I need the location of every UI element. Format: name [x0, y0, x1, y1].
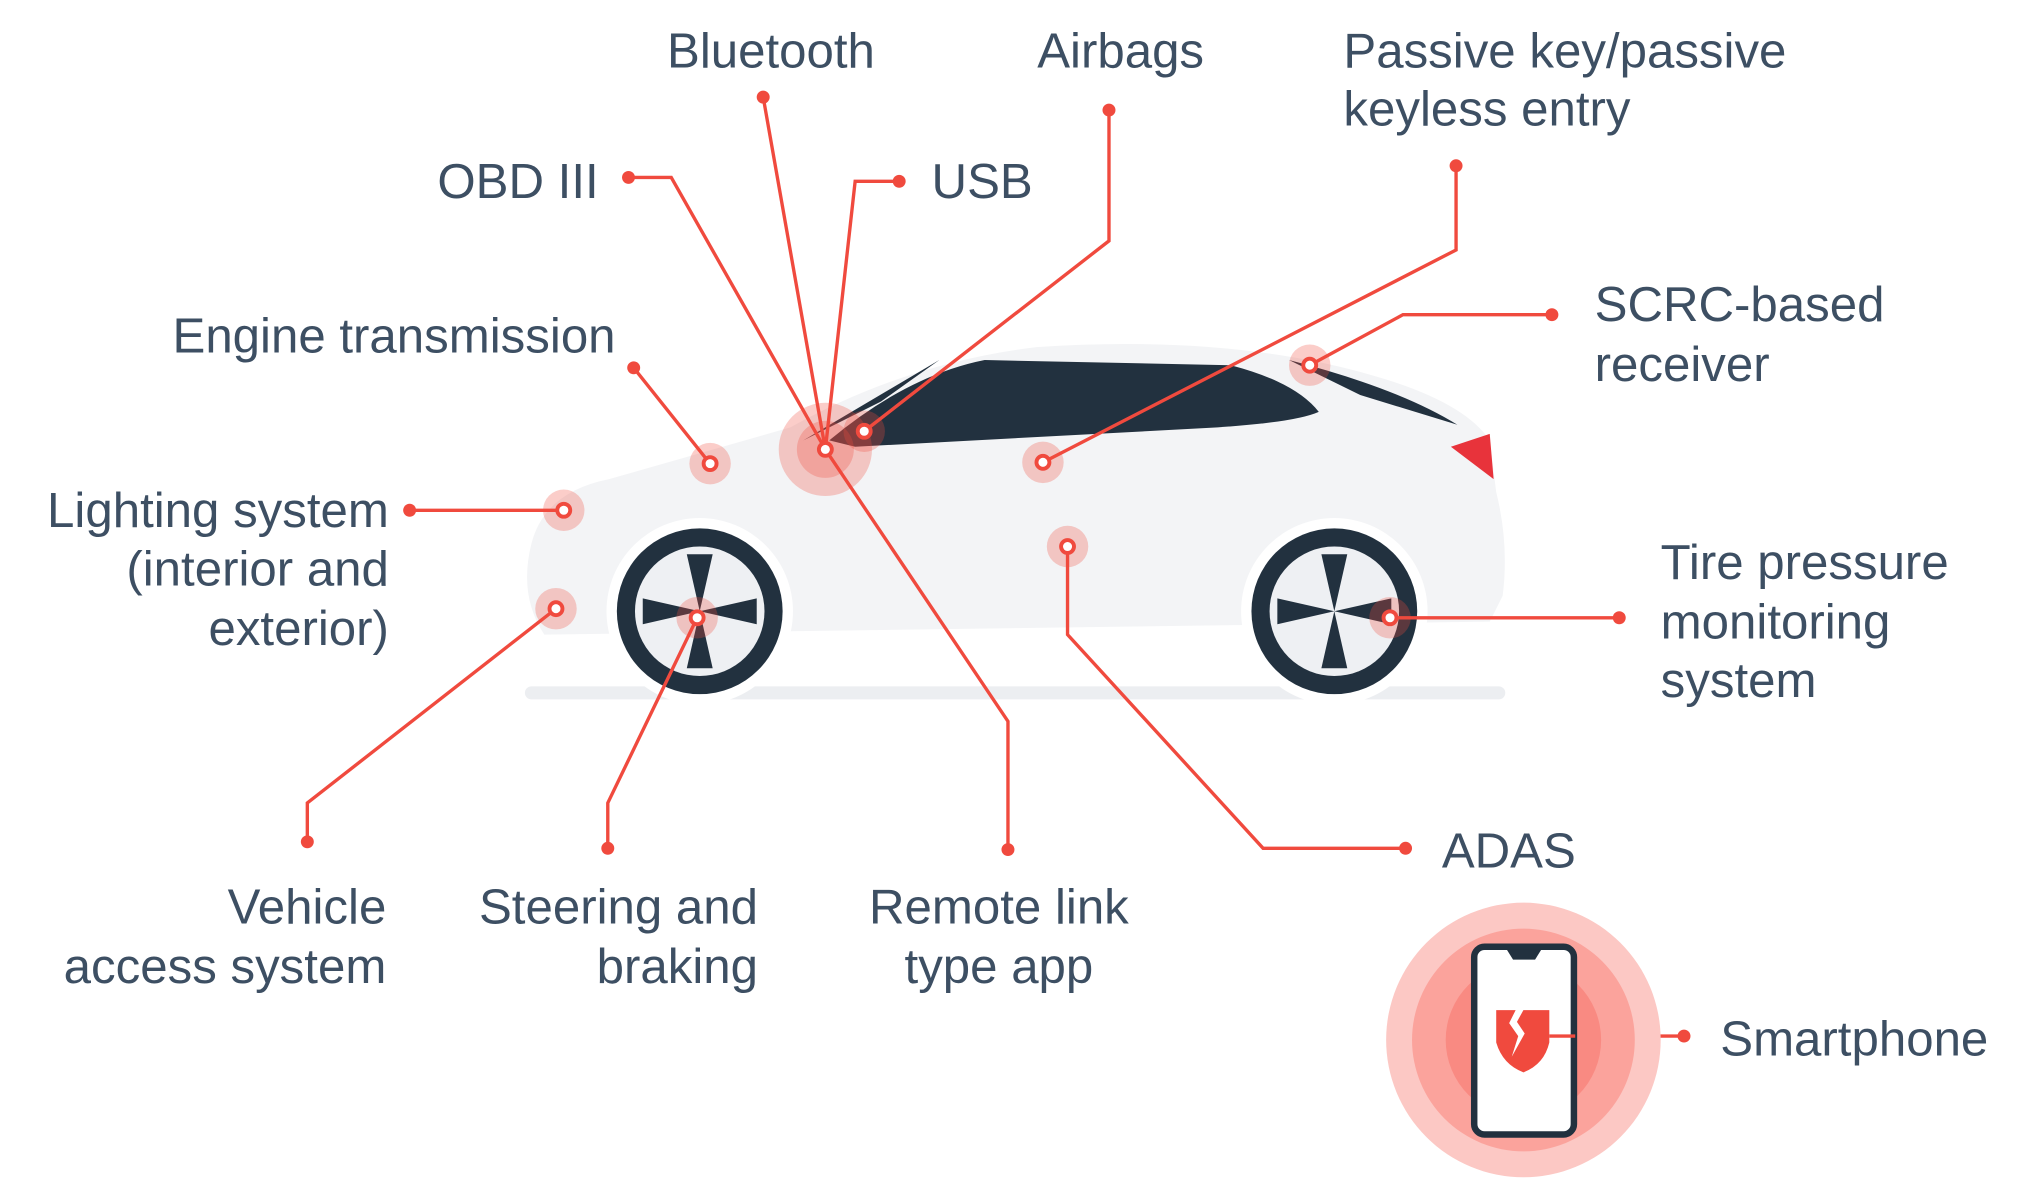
label-engine: Engine transmission	[173, 308, 616, 363]
label-lighting-3: exterior)	[208, 601, 388, 656]
label-vehicle-access-1: Vehicle	[228, 879, 387, 934]
label-remote-1: Remote link	[869, 879, 1129, 934]
label-tire-2: monitoring	[1661, 594, 1891, 649]
hotspots	[535, 344, 1411, 639]
label-scrc-1: SCRC-based	[1595, 277, 1885, 332]
rear-window	[1289, 360, 1458, 425]
label-vehicle-access-2: access system	[64, 939, 387, 994]
label-lighting-1: Lighting system	[47, 483, 389, 538]
label-remote-2: type app	[905, 939, 1094, 994]
label-obd: OBD III	[437, 154, 598, 209]
label-adas: ADAS	[1442, 824, 1576, 879]
ground-shadow	[524, 686, 1506, 700]
label-passive-key-1: Passive key/passive	[1343, 23, 1786, 78]
broken-shield-icon	[1496, 1010, 1550, 1073]
rear-wheel	[1241, 518, 1428, 705]
label-steering-2: braking	[597, 939, 758, 994]
label-passive-key-2: keyless entry	[1343, 82, 1631, 137]
label-usb: USB	[932, 154, 1033, 209]
label-steering-1: Steering and	[479, 879, 758, 934]
smartphone-icon	[1386, 902, 1661, 1178]
car-wiper	[803, 360, 940, 441]
connector-lines	[300, 90, 1691, 1043]
label-tire-3: system	[1661, 653, 1817, 708]
label-tire-1: Tire pressure	[1661, 535, 1949, 590]
car-illustration	[524, 343, 1506, 705]
label-bluetooth: Bluetooth	[667, 23, 875, 78]
label-lighting-2: (interior and	[126, 541, 389, 596]
tail-light	[1450, 433, 1494, 480]
label-scrc-2: receiver	[1595, 337, 1770, 392]
label-smartphone: Smartphone	[1720, 1011, 1988, 1066]
labels: Bluetooth Airbags Passive key/passive ke…	[47, 23, 1988, 1066]
label-airbags: Airbags	[1037, 23, 1204, 78]
